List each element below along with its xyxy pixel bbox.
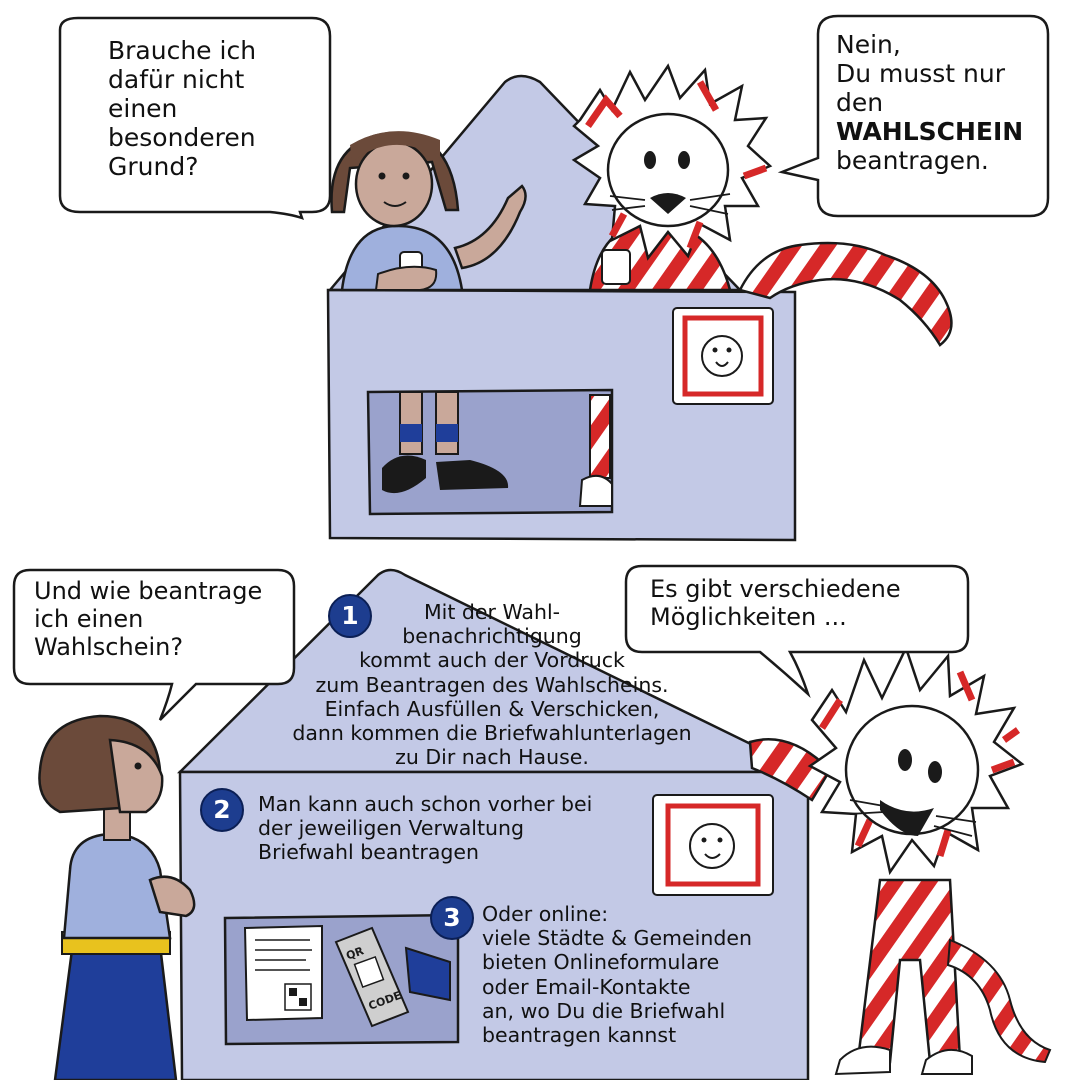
girl-question-top: Brauche ich dafür nicht einen besonderen… [108, 36, 257, 181]
step-2-badge: 2 [200, 788, 244, 832]
step-1-badge: 1 [328, 594, 372, 638]
girl-legs [382, 391, 509, 494]
step-3-text: Oder online: viele Städte & Gemeinden bi… [482, 902, 752, 1047]
step-1-text: Mit der Wahl- benachrichtigung kommt auc… [292, 600, 692, 770]
lion-character-bottom [748, 644, 1052, 1076]
girl-character-top [330, 131, 527, 292]
online-illustration [223, 913, 460, 1046]
lion-answer-bottom: Es gibt verschiedene Möglichkeiten ... [650, 575, 901, 631]
lion-answer-top-start: Nein, Du musst nur den [836, 30, 1006, 117]
step-2-text: Man kann auch schon vorher bei der jewei… [258, 792, 593, 865]
girl-question-bottom: Und wie beantrage ich einen Wahlschein? [34, 577, 263, 661]
speech-bubble-girl-bottom [12, 568, 296, 721]
girl-character-bottom [38, 714, 196, 1080]
speech-bubble-girl-top [58, 16, 332, 220]
lion-answer-top-end: beantragen. [836, 146, 989, 175]
lion-leg [578, 394, 613, 507]
step-3-badge: 3 [430, 896, 474, 940]
speech-bubble-lion-top [777, 14, 1050, 218]
lion-answer-top: Nein, Du musst nur den WAHLSCHEIN beantr… [836, 30, 1023, 175]
lion-answer-top-bold: WAHLSCHEIN [836, 117, 1024, 146]
lion-character-top [571, 63, 953, 347]
speech-bubble-lion-bottom [624, 564, 970, 699]
lion-stamp-icon [652, 794, 774, 896]
qr-label-top: QR [344, 944, 366, 962]
bottom-envelope: QR CODE [176, 568, 810, 1080]
lion-stamp-icon [672, 307, 774, 405]
